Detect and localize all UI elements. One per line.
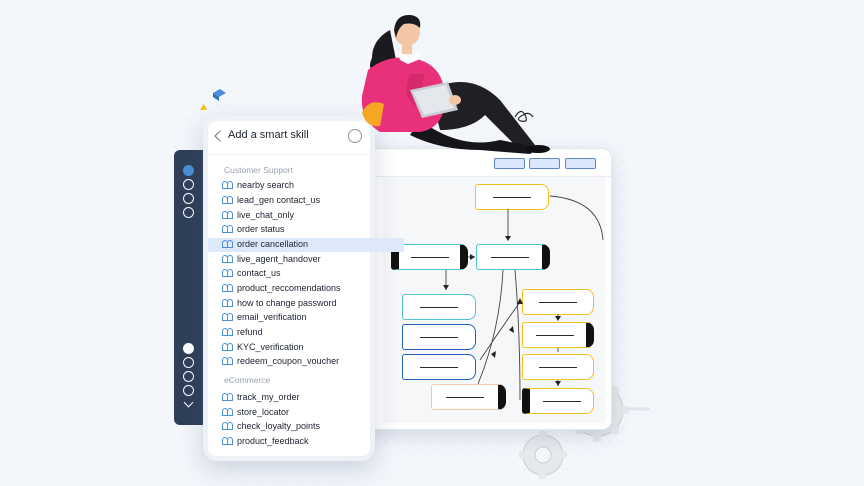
skill-icon	[222, 180, 233, 189]
skill-icon	[222, 239, 233, 248]
rail-dot[interactable]	[183, 385, 194, 396]
flow-node[interactable]	[522, 322, 594, 348]
skill-icon	[222, 268, 233, 277]
panel-header: Add a smart skill	[208, 121, 370, 155]
circle-icon[interactable]	[348, 129, 362, 143]
section-label: eCommerce	[224, 375, 271, 385]
flow-node[interactable]	[402, 294, 476, 320]
list-item[interactable]: refund	[222, 325, 263, 339]
skill-icon	[222, 356, 233, 365]
skill-icon	[222, 210, 233, 219]
smart-skill-panel: Add a smart skill Customer Support nearb…	[203, 116, 404, 461]
list-item[interactable]: email_verification	[222, 310, 307, 324]
list-item[interactable]: live_agent_handover	[222, 252, 321, 266]
list-item-selected[interactable]: order cancellation	[222, 237, 308, 251]
skill-icon	[222, 436, 233, 445]
flow-node[interactable]	[522, 289, 594, 315]
selected-item-highlight	[208, 238, 404, 252]
canvas-toolbar	[361, 149, 611, 177]
rail-dot-filled[interactable]	[183, 343, 194, 354]
rail-dot[interactable]	[183, 179, 194, 190]
list-item[interactable]: how to change password	[222, 296, 337, 310]
skill-icon	[222, 254, 233, 263]
skill-icon	[222, 283, 233, 292]
rail-dot[interactable]	[183, 207, 194, 218]
flow-node[interactable]	[522, 388, 594, 414]
rail-dot[interactable]	[183, 193, 194, 204]
toolbar-button[interactable]	[494, 158, 525, 169]
flow-node[interactable]	[475, 184, 549, 210]
flow-node[interactable]	[522, 354, 594, 380]
rail-dot[interactable]	[183, 371, 194, 382]
skill-icon	[222, 407, 233, 416]
panel-title: Add a smart skill	[228, 129, 309, 141]
skill-icon	[222, 224, 233, 233]
rail-dot-active[interactable]	[183, 165, 194, 176]
list-item[interactable]: contact_us	[222, 266, 281, 280]
toolbar-button[interactable]	[529, 158, 560, 169]
list-item[interactable]: store_locator	[222, 405, 289, 419]
rail-dot[interactable]	[183, 357, 194, 368]
toolbar-button[interactable]	[565, 158, 596, 169]
flow-node[interactable]	[431, 384, 506, 410]
list-item[interactable]: check_loyalty_points	[222, 419, 320, 433]
list-item[interactable]: live_chat_only	[222, 208, 294, 222]
list-item[interactable]: track_my_order	[222, 390, 300, 404]
section-label: Customer Support	[224, 165, 293, 175]
skill-icon	[222, 342, 233, 351]
skill-icon	[222, 312, 233, 321]
list-item[interactable]: product_feedback	[222, 434, 309, 448]
list-item[interactable]: redeem_coupon_voucher	[222, 354, 339, 368]
list-item[interactable]: nearby search	[222, 178, 294, 192]
list-item[interactable]: lead_gen contact_us	[222, 193, 320, 207]
list-item[interactable]: order status	[222, 222, 285, 236]
skill-icon	[222, 195, 233, 204]
flow-node[interactable]	[402, 324, 476, 350]
flow-node[interactable]	[476, 244, 550, 270]
skill-icon	[222, 298, 233, 307]
skill-icon	[222, 392, 233, 401]
flow-node[interactable]	[402, 354, 476, 380]
skill-icon	[222, 327, 233, 336]
list-item[interactable]: product_reccomendations	[222, 281, 341, 295]
skill-icon	[222, 421, 233, 430]
list-item[interactable]: KYC_verification	[222, 340, 304, 354]
